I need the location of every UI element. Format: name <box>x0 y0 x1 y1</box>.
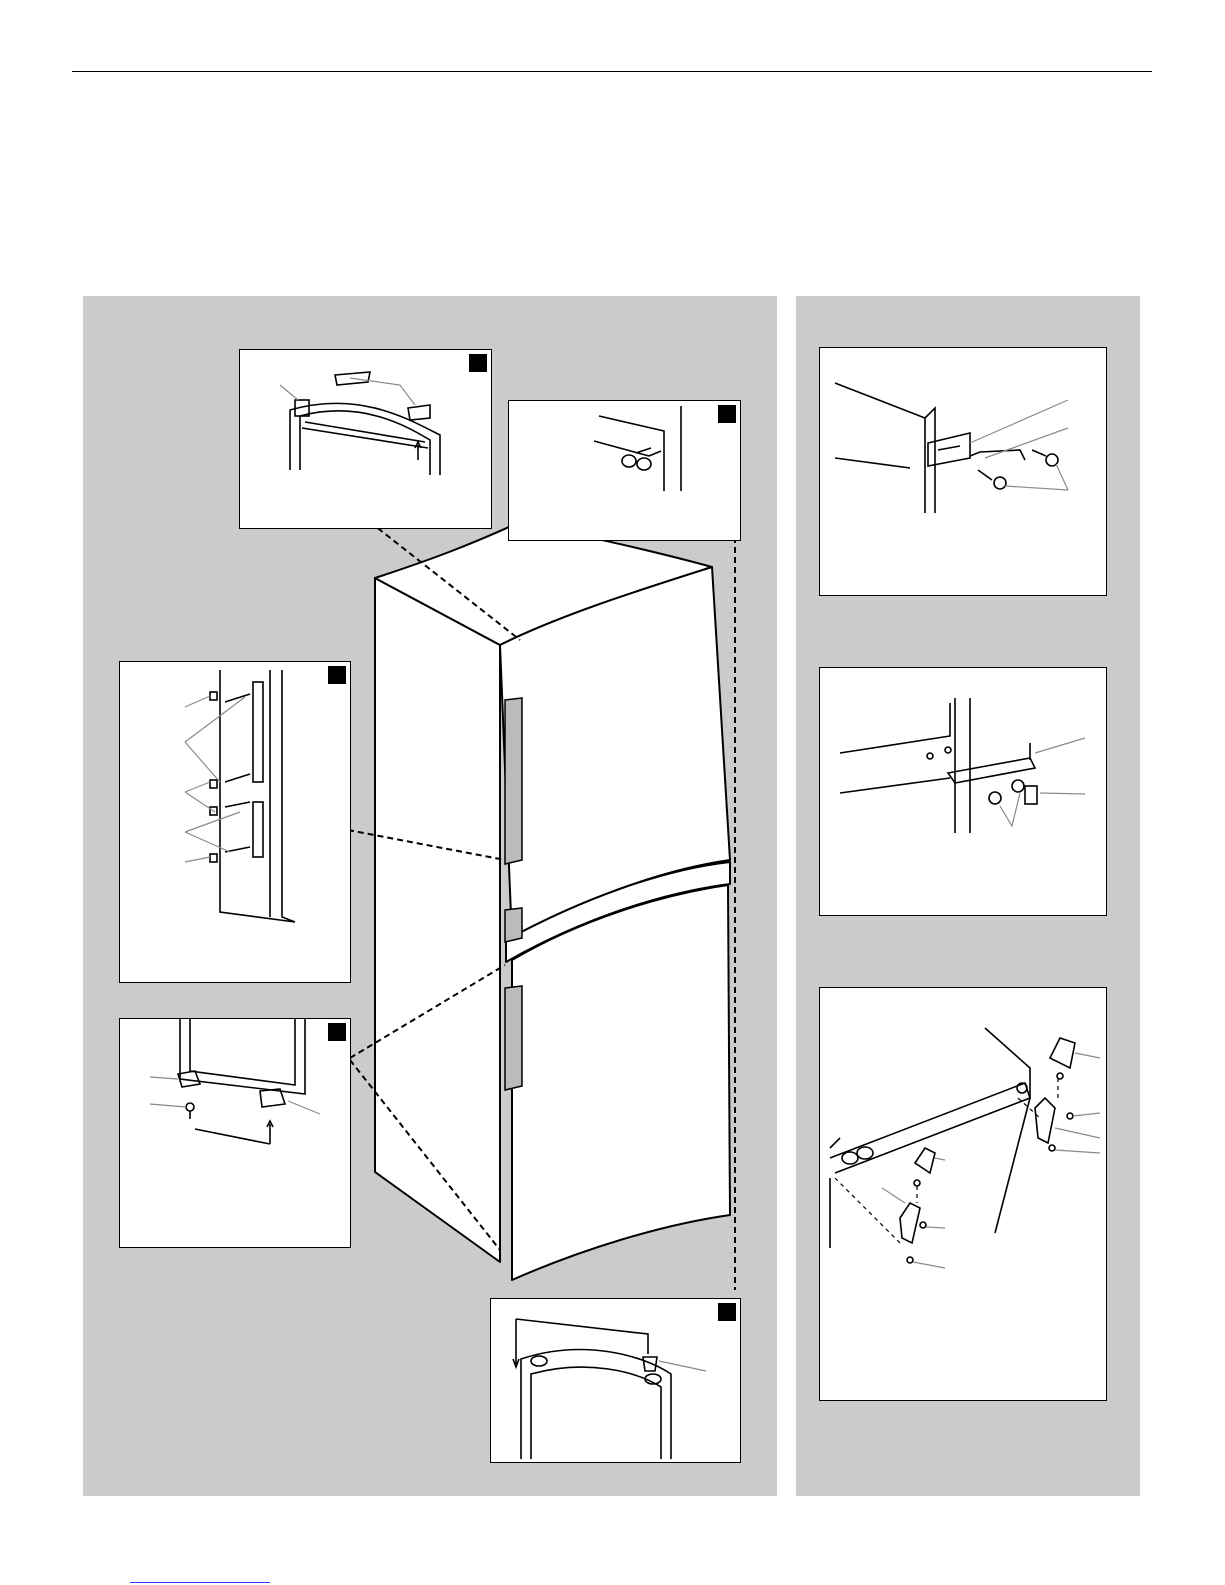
inset-badge <box>328 666 346 684</box>
inset-badge <box>718 405 736 423</box>
inset-top-hinge-bracket <box>819 347 1107 596</box>
door-pins-drawing <box>509 401 740 540</box>
top-hinge-cover-drawing <box>240 350 491 528</box>
inset-badge <box>469 354 487 372</box>
bottom-foot-hinge-drawing <box>120 1019 350 1247</box>
inset-bottom-hinge-assembly <box>819 987 1107 1401</box>
footer-link-underline <box>130 1582 270 1583</box>
inset-top-hinge-cover <box>239 349 492 529</box>
top-hinge-bracket-drawing <box>820 348 1106 595</box>
middle-hinge-bracket-drawing <box>820 668 1106 915</box>
handle-mounting-drawing <box>120 662 350 982</box>
inset-middle-hinge-bracket <box>819 667 1107 916</box>
bottom-hinge-assembly-drawing <box>820 988 1106 1400</box>
inset-door-pins <box>508 400 741 541</box>
inset-handle-mounting <box>119 661 351 983</box>
lower-door-pin-drawing <box>491 1299 740 1462</box>
inset-badge <box>328 1023 346 1041</box>
inset-badge <box>718 1303 736 1321</box>
inset-bottom-foot-hinge <box>119 1018 351 1248</box>
inset-lower-door-pin <box>490 1298 741 1463</box>
